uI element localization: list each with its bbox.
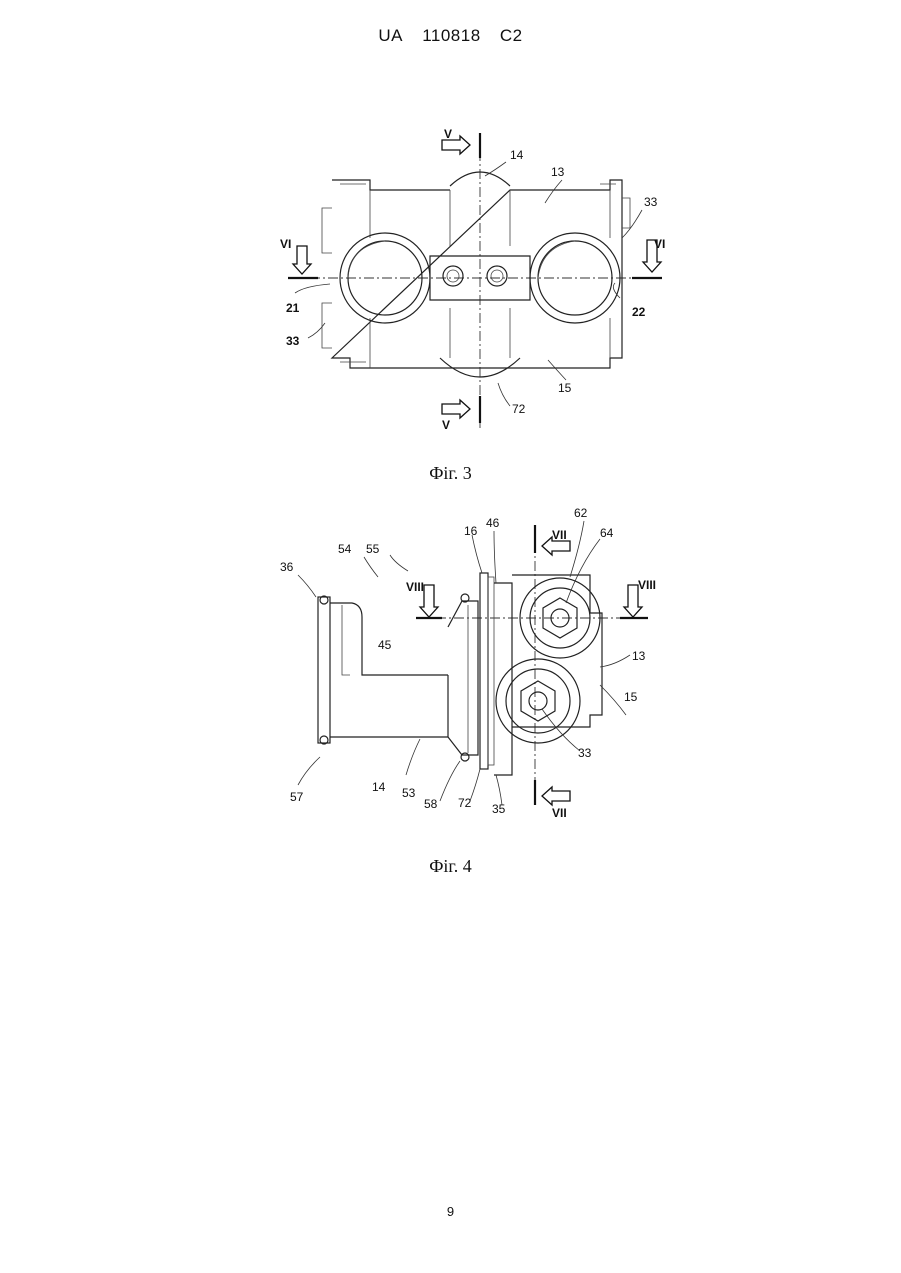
fig3-section-vi-right: VI [654, 237, 665, 251]
fig3-leader-13 [545, 180, 562, 203]
fig3-leader-33-right [622, 210, 642, 238]
fig4-label-62: 62 [574, 506, 588, 520]
fig4-lower-port-mid [506, 669, 570, 733]
figure-3-caption: Фіг. 3 [0, 463, 901, 484]
fig4-leader-46 [494, 531, 496, 583]
fig4-label-58: 58 [424, 797, 438, 811]
fig3-section-v-bottom: V [442, 418, 450, 432]
fig4-section-vii-bottom: VII [552, 806, 567, 820]
fig4-leader-57 [298, 757, 320, 785]
fig4-leader-13 [600, 655, 630, 667]
fig4-label-54: 54 [338, 542, 352, 556]
fig4-leader-72 [470, 769, 480, 801]
fig4-label-72: 72 [458, 796, 472, 810]
fig3-label-33-right: 33 [644, 195, 658, 209]
fig4-label-55: 55 [366, 542, 380, 556]
fig3-small-port-right [487, 266, 507, 286]
header-kind: C2 [500, 26, 523, 45]
fig4-lower-bore [529, 692, 547, 710]
fig4-leader-55 [390, 555, 408, 571]
fig3-small-port-left-inner [447, 270, 459, 282]
fig4-label-16: 16 [464, 524, 478, 538]
fig4-section-viii-left: VIII [406, 580, 424, 594]
fig3-leader-33-left [308, 323, 325, 338]
fig4-flange-plate-inner [488, 577, 494, 765]
fig3-leader-21 [295, 284, 330, 293]
fig4-leader-53 [406, 739, 420, 775]
fig3-label-15: 15 [558, 381, 572, 395]
fig3-small-port-right-inner [491, 270, 503, 282]
fig4-leader-16 [472, 535, 482, 573]
fig3-vertical-edges-lower [370, 308, 610, 368]
fig4-label-33: 33 [578, 746, 592, 760]
figure-3-drawing: 14 13 33 21 22 33 15 72 V V VI VI [270, 128, 670, 438]
fig4-bell-oring-bottom [461, 753, 469, 761]
header-country: UA [378, 26, 403, 45]
figure-4-caption: Фіг. 4 [0, 856, 901, 877]
fig3-label-22: 22 [632, 305, 646, 319]
fig4-flange-plate [480, 573, 488, 769]
fig4-leader-58 [440, 761, 460, 801]
fig4-leader-36 [298, 575, 316, 597]
fig3-arrow-v-bottom [442, 400, 470, 418]
fig4-leader-54 [364, 557, 378, 577]
fig4-leader-64 [566, 539, 600, 603]
fig3-leader-14 [485, 162, 506, 176]
fig4-bell [448, 601, 478, 755]
fig4-elbow-inner [342, 605, 350, 675]
fig3-leader-72 [498, 383, 510, 406]
header-number: 110818 [422, 26, 480, 45]
fig3-leader-15 [548, 360, 566, 380]
fig4-label-57: 57 [290, 790, 304, 804]
fig4-leader-35 [496, 775, 502, 805]
fig4-left-flange [318, 597, 330, 743]
fig4-section-viii-right: VIII [638, 578, 656, 592]
fig4-leader-15 [600, 685, 626, 715]
fig4-label-64: 64 [600, 526, 614, 540]
fig3-section-vi-left: VI [280, 237, 291, 251]
fig3-right-tab [622, 198, 630, 228]
fig4-collar [494, 583, 512, 775]
fig4-label-14: 14 [372, 780, 386, 794]
fig4-label-45: 45 [378, 638, 392, 652]
figure-4-svg: 36 54 55 16 46 62 64 45 13 15 33 57 14 5… [270, 505, 670, 825]
figure-4-drawing: 36 54 55 16 46 62 64 45 13 15 33 57 14 5… [270, 505, 670, 825]
fig3-detail-lines [340, 184, 616, 362]
figure-3-svg: 14 13 33 21 22 33 15 72 V V VI VI [270, 128, 670, 438]
fig4-leader-62 [570, 521, 584, 577]
fig3-label-13: 13 [551, 165, 565, 179]
fig3-arrow-vi-left [293, 246, 311, 274]
fig3-body-outline [332, 180, 622, 368]
patent-header: UA 110818 C2 [0, 26, 901, 46]
fig3-label-21: 21 [286, 301, 300, 315]
fig3-label-14: 14 [510, 148, 524, 162]
fig4-label-13: 13 [632, 649, 646, 663]
page-number: 9 [0, 1204, 901, 1219]
fig4-label-53: 53 [402, 786, 416, 800]
fig4-label-15: 15 [624, 690, 638, 704]
fig3-small-port-left [443, 266, 463, 286]
fig4-label-36: 36 [280, 560, 294, 574]
fig3-section-v-top: V [444, 128, 452, 141]
fig4-arrow-vii-bottom [542, 787, 570, 805]
fig3-label-72: 72 [512, 402, 526, 416]
fig4-lower-port-outer [496, 659, 580, 743]
fig4-label-46: 46 [486, 516, 500, 530]
fig4-label-35: 35 [492, 802, 506, 816]
fig4-lower-nut [521, 681, 555, 721]
fig3-label-33-left: 33 [286, 334, 300, 348]
fig4-section-vii-top: VII [552, 528, 567, 542]
